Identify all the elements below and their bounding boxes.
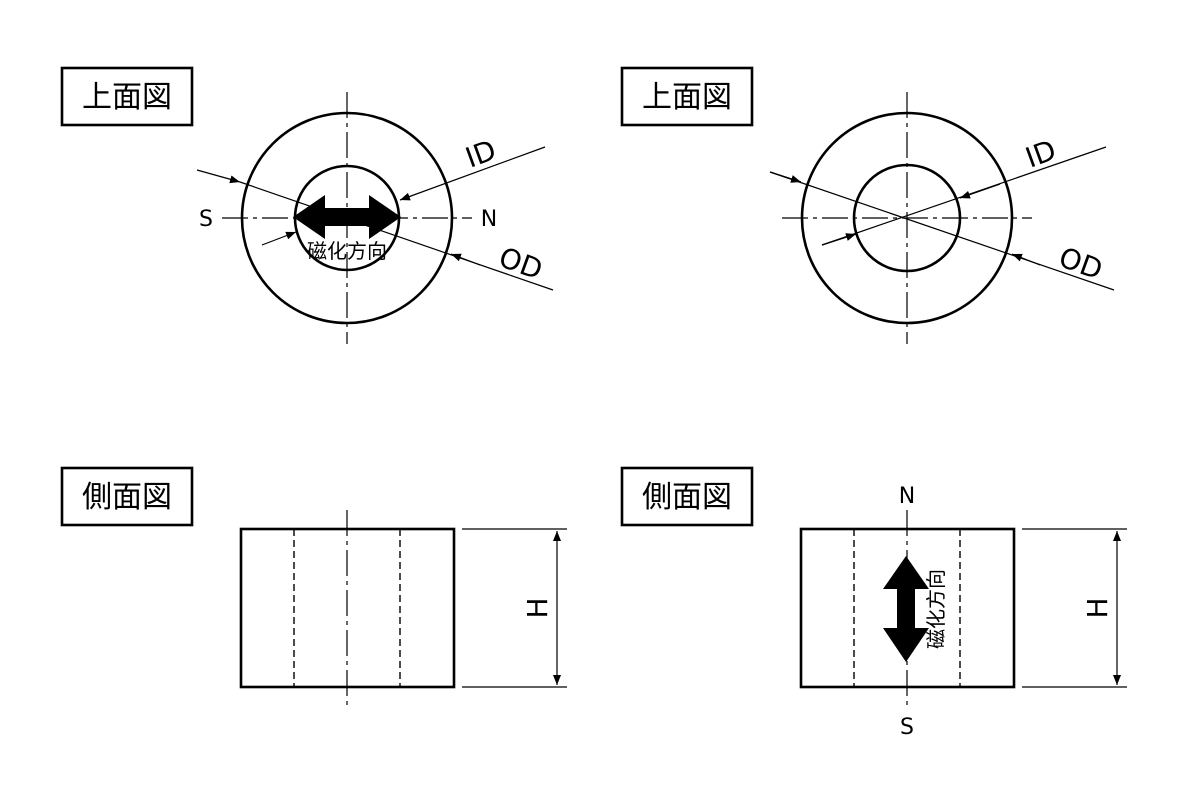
od-line: [769, 171, 1115, 291]
pole-n: N: [899, 484, 915, 509]
pole-s: S: [199, 207, 213, 232]
id-leader-end: [959, 183, 1001, 199]
magnetization-label: 磁化方向: [307, 239, 387, 263]
title-box: [620, 466, 754, 527]
pole-n: N: [481, 207, 497, 232]
magnetization-arrow: [883, 556, 929, 662]
od-line: [239, 181, 554, 291]
title-box: [620, 66, 754, 127]
id-label: ID: [461, 133, 500, 174]
id-leader-start: [821, 233, 857, 246]
id-leader: [399, 146, 546, 201]
height-label: H: [521, 597, 554, 618]
pole-s: S: [900, 715, 914, 740]
top-view-left: 上面図 S N 磁化方向 ID OD: [60, 66, 554, 344]
od-leader-start: [769, 171, 802, 183]
view-title: 側面図: [82, 480, 172, 515]
od-label: OD: [1055, 241, 1107, 287]
title-box: [60, 66, 194, 127]
height-label: H: [1081, 597, 1114, 618]
title-box: [60, 466, 194, 527]
view-title: 上面図: [82, 80, 172, 115]
side-view-right: 側面図 N S 磁化方向 H: [620, 466, 1127, 740]
od-leader-start: [196, 169, 241, 184]
od-leader-end: [450, 253, 481, 266]
top-view-right: 上面図 ID OD: [620, 66, 1115, 344]
id-leader-opposite: [261, 231, 297, 246]
view-title: 側面図: [642, 480, 732, 515]
id-label: ID: [1021, 133, 1060, 174]
od-leader-end: [1011, 253, 1041, 266]
side-view-left: 側面図 H: [60, 466, 567, 708]
od-label: OD: [495, 241, 547, 287]
view-title: 上面図: [642, 80, 732, 115]
magnetization-label: 磁化方向: [924, 569, 948, 649]
